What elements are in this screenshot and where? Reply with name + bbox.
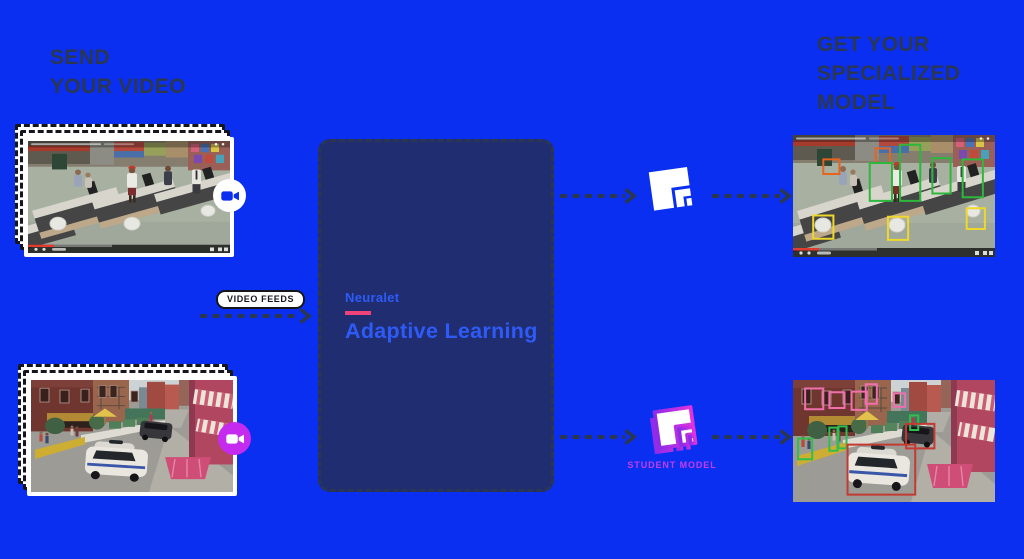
video-camera-icon — [224, 428, 246, 450]
arrowhead-icon — [779, 429, 792, 445]
brand-underline — [345, 311, 371, 315]
box-to-teacher-arrow — [560, 188, 637, 204]
detection-box — [813, 216, 833, 239]
student-model-block: STUDENT MODEL — [624, 404, 720, 470]
detection-box — [829, 428, 837, 451]
arrowhead-icon — [624, 429, 637, 445]
video-feeds-arrow — [200, 308, 312, 324]
heading-line: GET YOUR — [817, 33, 930, 56]
detection-box — [870, 163, 892, 201]
street-scene-image — [31, 380, 233, 492]
detection-box — [798, 439, 812, 460]
detection-box — [906, 424, 934, 448]
detection-box — [829, 392, 844, 408]
video-camera-badge — [213, 179, 246, 212]
arrowhead-icon — [779, 188, 792, 204]
detection-box — [932, 158, 950, 193]
output-video-checkout — [793, 135, 995, 257]
adaptive-learning-title: Adaptive Learning — [345, 319, 538, 343]
detection-box — [838, 426, 846, 448]
adaptive-learning-box: Neuralet Adaptive Learning — [318, 139, 554, 492]
student-model-label: STUDENT MODEL — [627, 460, 717, 470]
heading-line: SEND — [50, 46, 110, 69]
detection-box — [848, 445, 916, 495]
detection-box — [888, 217, 908, 240]
detection-box — [963, 159, 983, 197]
detection-box — [910, 415, 918, 430]
heading-line: SPECIALIZED — [817, 61, 961, 85]
street-detections — [793, 380, 995, 502]
box-to-student-arrow — [560, 429, 637, 445]
video-feeds-label: VIDEO FEEDS — [216, 290, 306, 309]
detection-box — [823, 159, 839, 174]
neuralet-brand-label: Neuralet — [345, 290, 400, 305]
send-your-video-heading: SEND YOUR VIDEO — [50, 44, 186, 102]
neuralet-logo-icon — [648, 166, 695, 218]
detection-box — [805, 389, 823, 410]
input-video-street[interactable] — [18, 364, 251, 496]
teacher-to-output-arrow — [712, 188, 792, 204]
output-video-street — [793, 380, 995, 502]
arrowhead-icon — [299, 308, 312, 324]
heading-line: YOUR VIDEO — [50, 74, 186, 98]
student-to-output-arrow — [712, 429, 792, 445]
detection-box — [876, 148, 890, 163]
detection-box — [894, 393, 905, 406]
heading-line: MODEL — [817, 90, 895, 114]
arrowhead-icon — [624, 188, 637, 204]
video-camera-icon — [219, 185, 241, 207]
detection-box — [967, 208, 985, 229]
detection-box — [866, 384, 877, 404]
detection-box — [900, 145, 920, 201]
detection-box — [852, 392, 867, 410]
get-specialized-model-heading: GET YOUR SPECIALIZED MODEL — [817, 31, 960, 118]
video-card[interactable] — [24, 137, 234, 257]
video-camera-badge — [218, 422, 251, 455]
video-card[interactable] — [27, 376, 237, 496]
checkout-detections — [793, 135, 995, 257]
neuralet-3d-logo-icon — [649, 405, 698, 455]
input-video-checkout[interactable] — [15, 124, 246, 257]
checkout-scene-image — [28, 141, 230, 253]
